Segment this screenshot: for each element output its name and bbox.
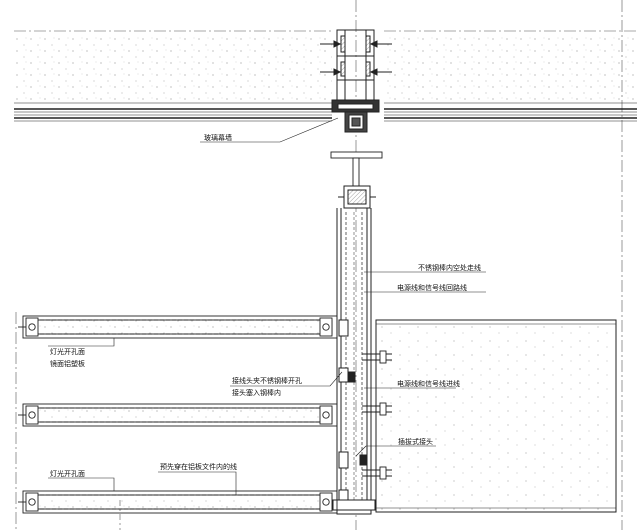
right-panel xyxy=(362,319,617,513)
t-bracket xyxy=(330,151,383,189)
light-box-top xyxy=(18,315,338,339)
label-pre-wire-in-panel: 预先穿在铝板文件内的线 xyxy=(160,462,237,471)
light-box-bottom xyxy=(18,490,338,514)
stainless-steel-tube xyxy=(332,185,376,515)
label-connector-clamp-1: 接线头夹不锈钢棒开孔 xyxy=(232,376,302,385)
annotations: 玻璃幕墙 不锈钢棒内空处走线 电源线和信号线回路线 灯光开孔面 镜面铝塑板 接线… xyxy=(50,133,481,478)
label-glass-curtain-wall: 玻璃幕墙 xyxy=(204,133,232,142)
light-box-middle xyxy=(18,403,338,427)
label-power-signal-in: 电源线和信号线进线 xyxy=(397,379,460,388)
label-stainless-tube-hollow: 不锈钢棒内空处走线 xyxy=(418,263,481,272)
label-screw-joint: 插拔式接头 xyxy=(398,437,433,446)
label-connector-clamp-2: 接头塞入钢棒内 xyxy=(232,388,281,397)
glass-curtain-wall xyxy=(14,35,637,122)
leader-lines xyxy=(48,117,486,495)
label-mirror-aluminum-panel: 镜面铝塑板 xyxy=(50,359,85,368)
label-power-signal-return: 电源线和信号线回路线 xyxy=(397,283,467,292)
label-light-opening-top: 灯光开孔面 xyxy=(50,347,85,356)
mullion xyxy=(320,29,392,133)
label-light-opening-bottom: 灯光开孔面 xyxy=(50,469,85,478)
